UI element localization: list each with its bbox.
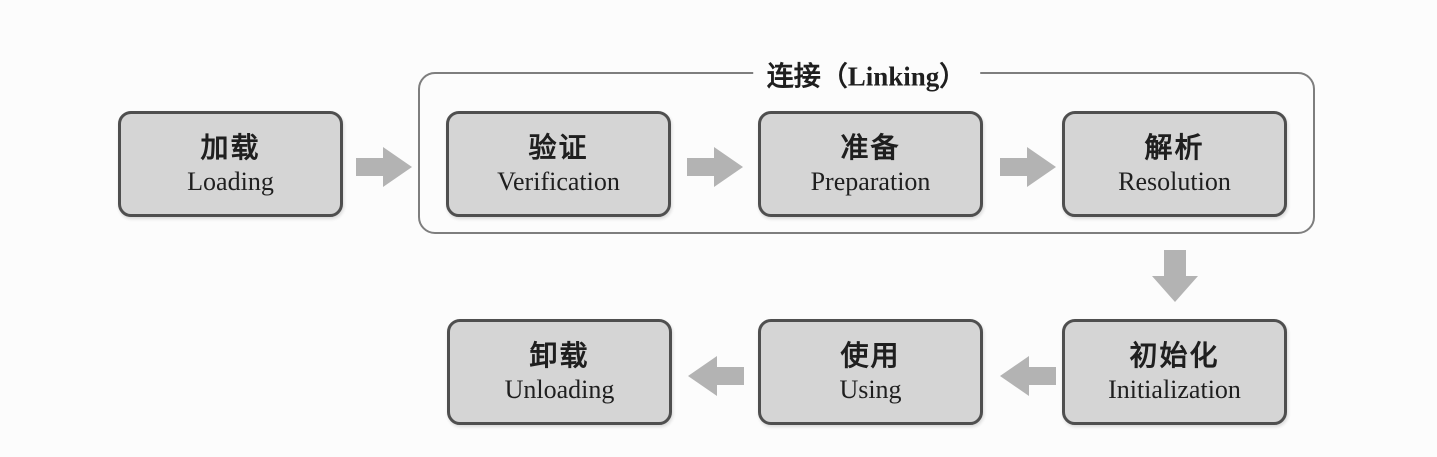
node-preparation-label-zh: 准备 bbox=[840, 132, 901, 164]
node-initialization-label-zh: 初始化 bbox=[1129, 340, 1220, 372]
arrow-right-icon bbox=[687, 147, 743, 187]
node-preparation-label-en: Preparation bbox=[810, 166, 931, 196]
node-resolution-label-en: Resolution bbox=[1118, 166, 1231, 196]
node-using-label-zh: 使用 bbox=[840, 340, 901, 372]
linking-group-container: 连接（Linking） bbox=[418, 52, 1315, 234]
node-loading: 加载 Loading bbox=[118, 111, 343, 217]
arrow-right-icon bbox=[356, 147, 412, 187]
node-using: 使用 Using bbox=[758, 319, 983, 425]
node-loading-label-en: Loading bbox=[187, 166, 274, 196]
arrow-down-icon bbox=[1152, 250, 1198, 302]
node-verification: 验证 Verification bbox=[446, 111, 671, 217]
arrow-left-icon bbox=[688, 356, 744, 396]
node-unloading: 卸载 Unloading bbox=[447, 319, 672, 425]
arrow-left-icon bbox=[1000, 356, 1056, 396]
node-initialization: 初始化 Initialization bbox=[1062, 319, 1287, 425]
node-verification-label-zh: 验证 bbox=[528, 132, 589, 164]
node-initialization-label-en: Initialization bbox=[1108, 374, 1241, 404]
node-using-label-en: Using bbox=[839, 374, 902, 404]
node-loading-label-zh: 加载 bbox=[200, 132, 261, 164]
node-resolution-label-zh: 解析 bbox=[1144, 132, 1205, 164]
linking-group-label: 连接（Linking） bbox=[752, 52, 981, 96]
node-unloading-label-zh: 卸载 bbox=[529, 340, 590, 372]
node-preparation: 准备 Preparation bbox=[758, 111, 983, 217]
arrow-right-icon bbox=[1000, 147, 1056, 187]
node-unloading-label-en: Unloading bbox=[504, 374, 615, 404]
node-resolution: 解析 Resolution bbox=[1062, 111, 1287, 217]
node-verification-label-en: Verification bbox=[497, 166, 620, 196]
